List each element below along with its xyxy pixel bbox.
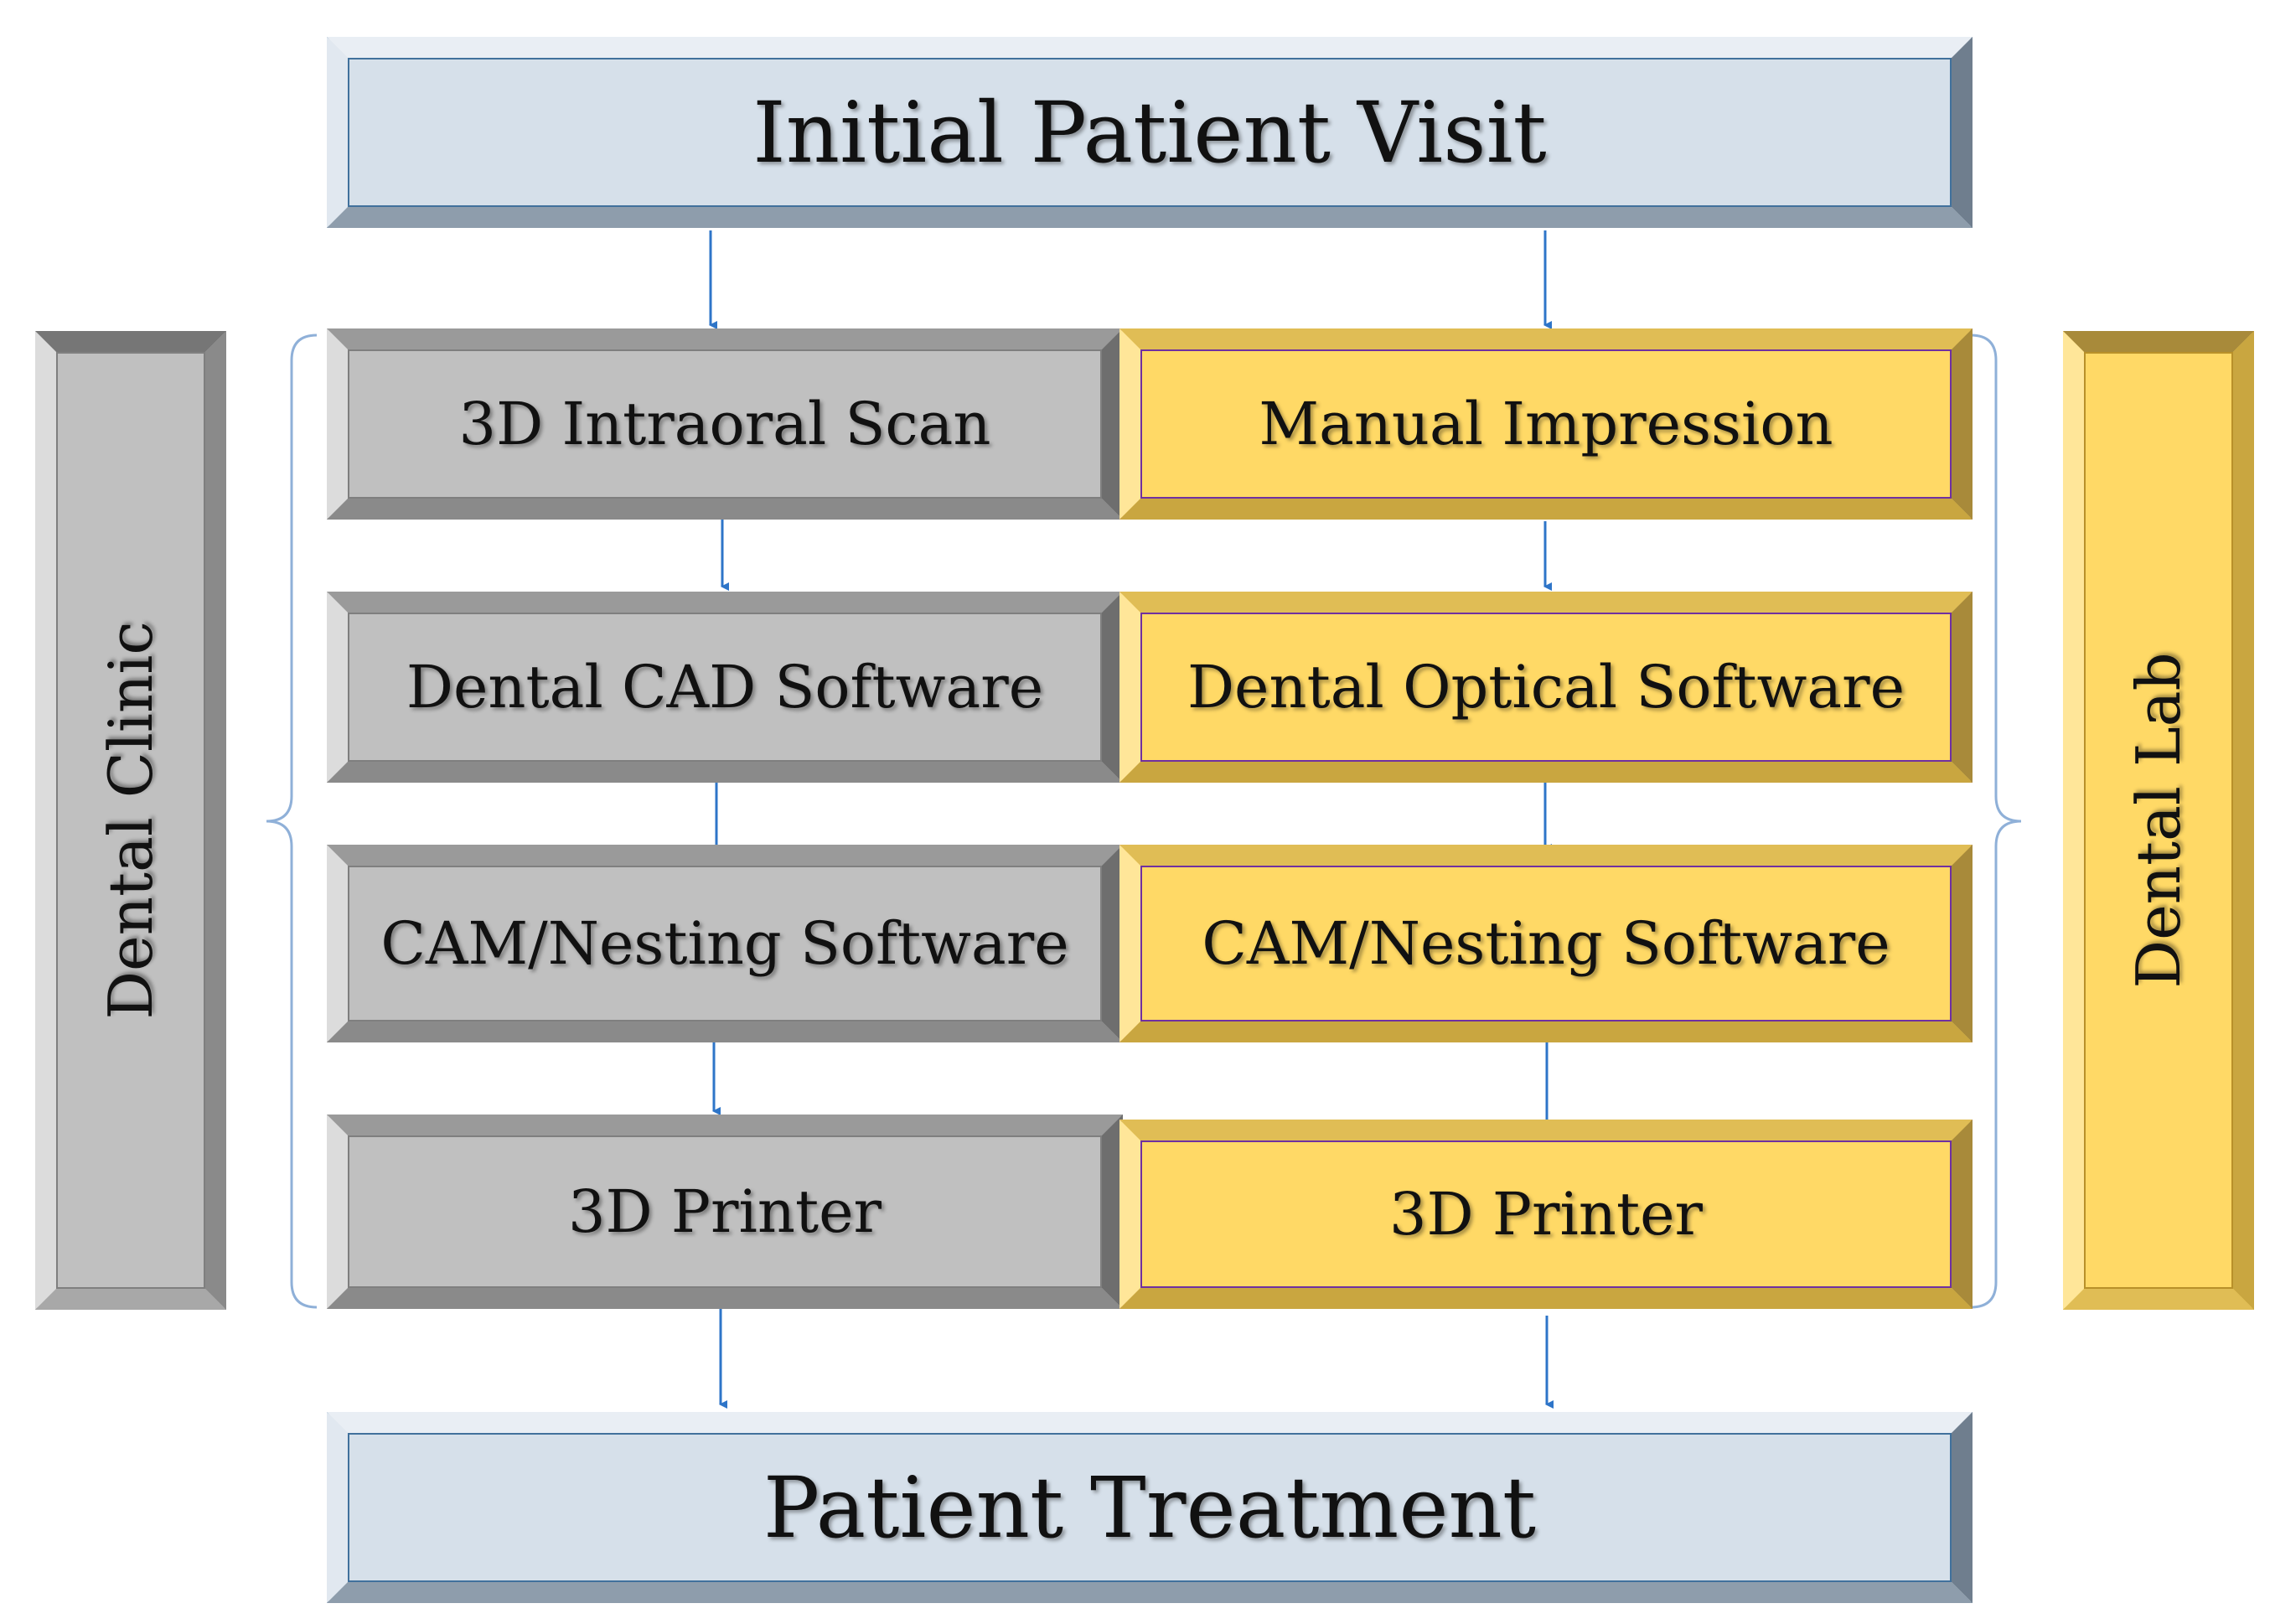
right-brace	[1970, 334, 2022, 1309]
lab-step-label: 3D Printer	[1389, 1180, 1703, 1249]
lab-step-label: Dental Optical Software	[1187, 653, 1905, 721]
dental-clinic-label: Dental Clinic	[96, 621, 166, 1020]
lab-step-label: CAM/Nesting Software	[1202, 909, 1890, 978]
clinic-step-cam-nesting: CAM/Nesting Software	[327, 845, 1123, 1042]
dental-lab-sidebar: Dental Lab	[2063, 331, 2254, 1310]
lab-step-cam-nesting: CAM/Nesting Software	[1119, 845, 1973, 1042]
clinic-step-label: CAM/Nesting Software	[380, 909, 1069, 978]
clinic-step-label: 3D Printer	[568, 1177, 882, 1246]
dental-clinic-sidebar: Dental Clinic	[35, 331, 226, 1310]
lab-step-optical-software: Dental Optical Software	[1119, 592, 1973, 783]
initial-patient-visit-label: Initial Patient Visit	[752, 83, 1547, 182]
patient-treatment-label: Patient Treatment	[763, 1458, 1537, 1557]
clinic-step-intraoral-scan: 3D Intraoral Scan	[327, 328, 1123, 520]
clinic-step-label: Dental CAD Software	[406, 653, 1044, 721]
lab-step-label: Manual Impression	[1259, 390, 1833, 458]
lab-step-3d-printer: 3D Printer	[1119, 1120, 1973, 1309]
clinic-step-cad-software: Dental CAD Software	[327, 592, 1123, 783]
lab-step-manual-impression: Manual Impression	[1119, 328, 1973, 520]
left-brace	[266, 334, 318, 1309]
clinic-step-3d-printer: 3D Printer	[327, 1115, 1123, 1309]
dental-lab-label: Dental Lab	[2123, 652, 2194, 989]
initial-patient-visit-box: Initial Patient Visit	[327, 37, 1973, 228]
patient-treatment-box: Patient Treatment	[327, 1412, 1973, 1603]
clinic-step-label: 3D Intraoral Scan	[458, 390, 991, 458]
